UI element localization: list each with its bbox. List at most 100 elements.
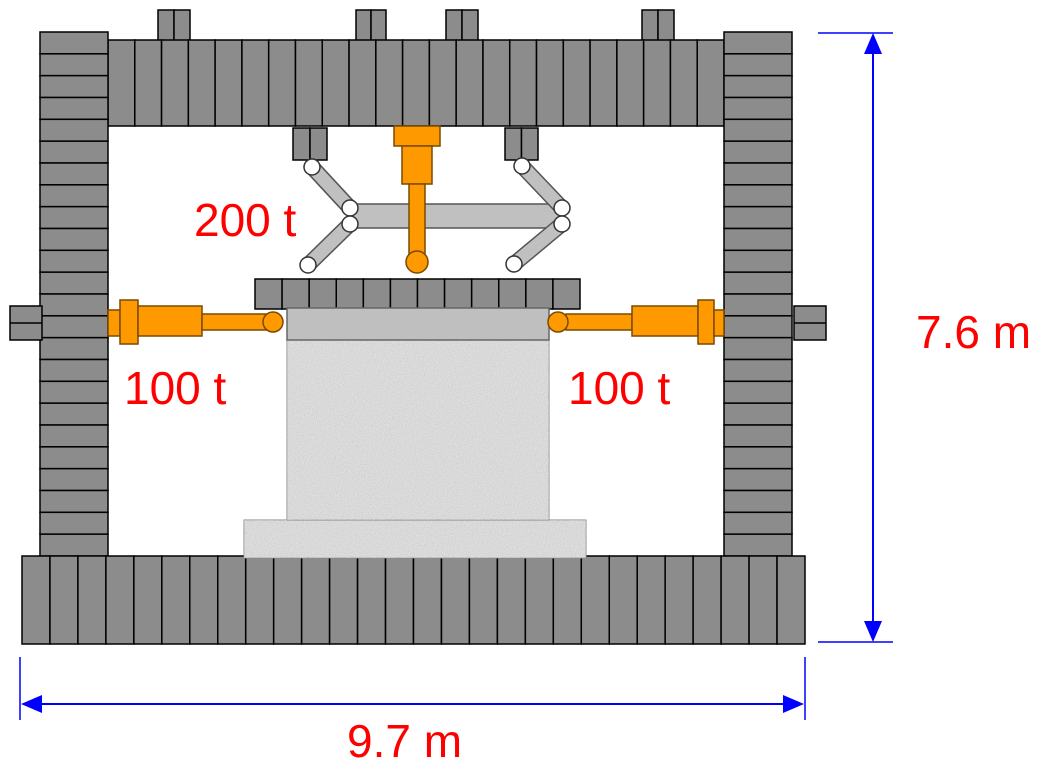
top-lug-block: [173, 9, 191, 43]
loading-beam-block: [552, 278, 581, 310]
base-beam-block: [189, 555, 219, 645]
loading-beam-block: [416, 278, 446, 310]
left-column-block: [39, 293, 109, 317]
top-lug-block: [370, 9, 387, 43]
right-actuator-cylinder: [631, 305, 699, 337]
left-column-block: [39, 380, 109, 404]
left-column-block: [39, 249, 109, 273]
top-beam-block: [508, 39, 538, 127]
left-column-block: [39, 511, 109, 535]
right-column-block: [723, 74, 793, 99]
left-upper-arm: [307, 162, 355, 213]
base-beam-block: [440, 555, 471, 645]
base-beam-block: [300, 555, 331, 645]
pin-joint: [299, 256, 317, 274]
specimen-footing-texture: [244, 520, 586, 558]
top-beam-block: [321, 39, 350, 127]
right-column-block: [723, 31, 793, 55]
top-beam-block: [482, 39, 511, 127]
right-column-block: [723, 424, 793, 448]
left-column-block: [39, 96, 109, 121]
top-beam-block: [616, 39, 645, 127]
hanger-bracket-block: [309, 127, 328, 161]
top-beam-block: [696, 39, 725, 127]
base-beam-block: [244, 555, 275, 645]
top-beam-block: [589, 39, 618, 127]
loading-beam-block: [281, 278, 310, 310]
left-column-block: [39, 74, 109, 99]
right-column-block: [723, 402, 793, 426]
specimen: [243, 307, 587, 559]
base-beam-block: [664, 555, 694, 645]
actuators: [107, 125, 725, 345]
right-column-block: [723, 511, 793, 535]
vertical-actuator-end: [405, 250, 429, 274]
top-beam-block: [375, 39, 404, 127]
right-column-block: [723, 293, 793, 317]
right-column-block: [723, 53, 793, 77]
left-column-block: [39, 184, 109, 208]
base-beam-block: [636, 555, 666, 645]
top-beam-block: [160, 39, 190, 127]
right-column-block: [723, 336, 793, 361]
top-beam-block: [294, 39, 324, 127]
left-column-block: [39, 446, 109, 470]
right-column-block: [723, 227, 793, 252]
top-lug-block: [641, 9, 659, 43]
vertical-actuator-cylinder: [401, 145, 433, 185]
base-beam-block: [552, 555, 583, 645]
base-beam-block: [776, 555, 806, 645]
base-beam-block: [77, 555, 107, 645]
top-beam-block: [241, 39, 270, 127]
right-column-block: [723, 140, 793, 164]
right-column-block: [723, 249, 793, 273]
dimension-arrow-icon: [864, 621, 882, 642]
dimension-arrow-icon: [864, 33, 882, 54]
top-lug-block: [657, 9, 675, 43]
right-actuator-rod: [565, 313, 633, 331]
top-beam-block: [267, 39, 297, 127]
pin-joint: [341, 199, 359, 217]
top-beam-block: [107, 39, 136, 127]
top-beam-block: [562, 39, 591, 127]
base-beam-block: [217, 555, 247, 645]
right-column-block: [723, 446, 793, 470]
base-beam-block: [105, 555, 135, 645]
pin-joint: [505, 255, 523, 273]
left-column-block: [39, 162, 109, 186]
dimension-arrow-icon: [21, 695, 42, 713]
right-column-block: [723, 96, 793, 121]
left-lower-arm: [303, 219, 355, 270]
top-lug-block: [445, 9, 463, 43]
top-beam-block: [535, 39, 565, 127]
base-beam-block: [328, 555, 359, 645]
left-actuator-mount: [107, 309, 121, 337]
loading-beam-block: [498, 278, 527, 310]
top-beam-block: [134, 39, 163, 127]
right-column-block: [723, 380, 793, 404]
loading-beam-block: [389, 278, 419, 310]
right-column-block: [723, 271, 793, 295]
left-actuator-end: [262, 311, 284, 333]
top-beam-block: [187, 39, 216, 127]
right-column-block: [723, 467, 793, 492]
right-column-block: [723, 533, 793, 557]
hanger-bracket-block: [520, 127, 539, 161]
base-beam-block: [356, 555, 387, 645]
top-beam-block: [669, 39, 698, 127]
loading-beam-block: [443, 278, 473, 310]
reaction-frame: [9, 9, 827, 645]
base-beam-block: [748, 555, 778, 645]
right-column-block: [723, 489, 793, 514]
specimen-column-texture: [287, 340, 549, 520]
loading-beam-block: [308, 278, 337, 310]
right-lower-arm: [509, 219, 567, 269]
base-beam-block: [692, 555, 722, 645]
base-beam-block: [21, 555, 51, 645]
right-actuator-end: [547, 311, 569, 333]
right-column-block: [723, 184, 793, 208]
base-beam-block: [272, 555, 303, 645]
base-beam-block: [49, 555, 79, 645]
